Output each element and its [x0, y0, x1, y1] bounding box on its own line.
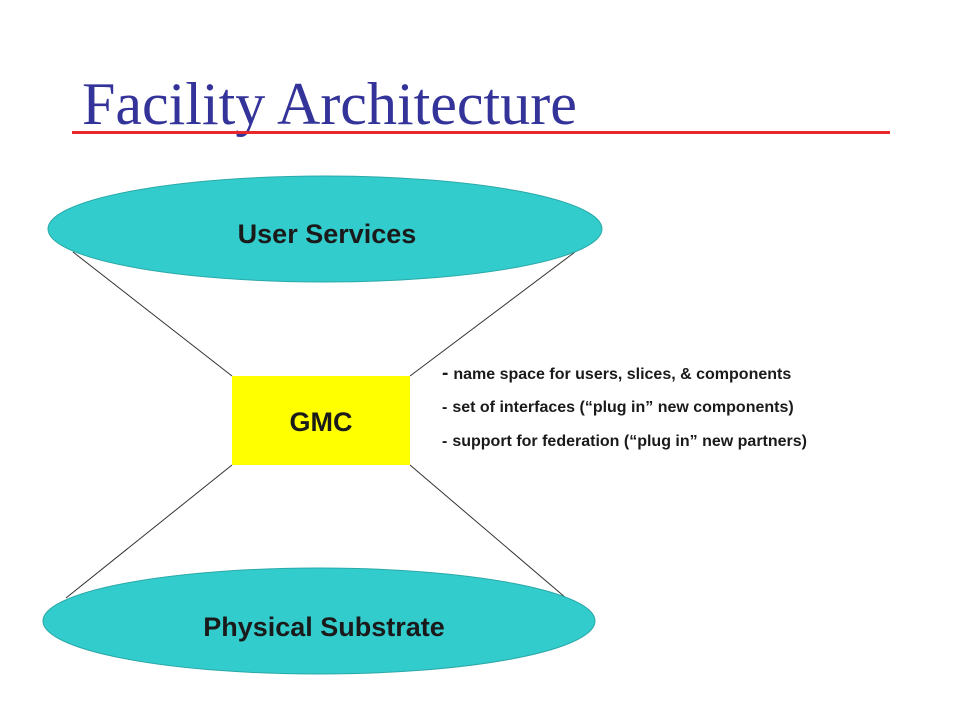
- feature-marker: -: [442, 363, 449, 384]
- feature-item: -support for federation (“plug in” new p…: [442, 430, 807, 464]
- physical-substrate-label: Physical Substrate: [203, 612, 445, 642]
- feature-text: set of interfaces (“plug in” new compone…: [452, 399, 794, 416]
- user-services-ellipse: [47, 175, 603, 283]
- gmc-label: GMC: [290, 407, 353, 437]
- feature-marker: -: [442, 399, 448, 416]
- user-services-label: User Services: [238, 219, 417, 249]
- feature-item: -name space for users, slices, & compone…: [442, 362, 807, 396]
- feature-item: -set of interfaces (“plug in” new compon…: [442, 396, 807, 430]
- connector-line-top-right: [409, 251, 576, 377]
- connector-line-top-left: [72, 251, 233, 377]
- feature-marker: -: [442, 433, 448, 450]
- gmc-box: [232, 376, 410, 465]
- feature-text: support for federation (“plug in” new pa…: [452, 433, 807, 450]
- connector-line-bottom-right: [409, 464, 567, 599]
- slide-title: Facility Architecture: [82, 71, 577, 137]
- connector-line-bottom-left: [65, 464, 233, 599]
- physical-substrate-ellipse: [42, 567, 596, 675]
- feature-list: -name space for users, slices, & compone…: [442, 362, 807, 464]
- feature-text: name space for users, slices, & componen…: [453, 366, 792, 383]
- title-underline: [72, 131, 890, 134]
